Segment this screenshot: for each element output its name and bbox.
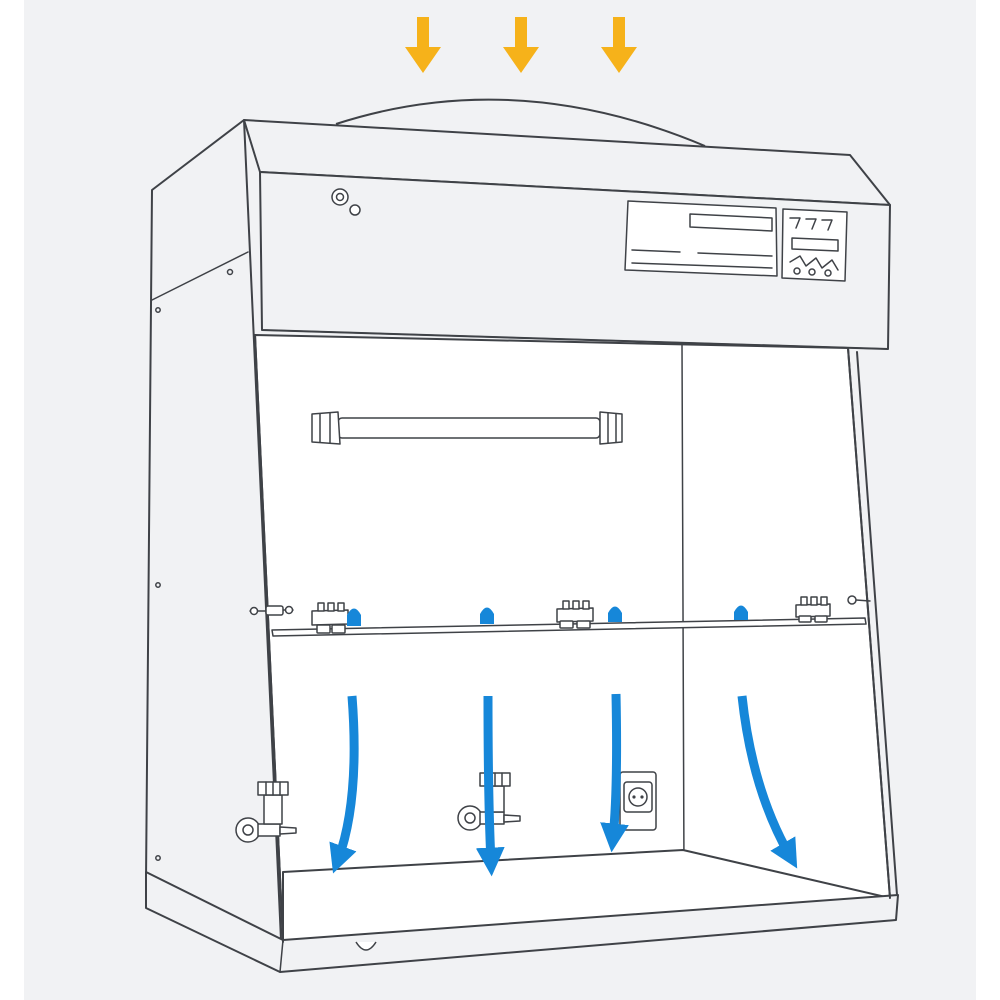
base-foot (355, 941, 377, 951)
rail-clamp-icon (795, 596, 831, 623)
front-right-edge (847, 347, 891, 899)
intake-arrow-3 (601, 17, 637, 73)
hood-knob-icon (331, 188, 361, 216)
downflow-arrow-3 (600, 693, 629, 853)
gas-valve-icon (235, 781, 297, 843)
downflow-arrows (329, 693, 798, 877)
downflow-arrow-1 (329, 695, 359, 874)
side-screw (155, 307, 161, 313)
air-nozzle-3 (608, 606, 622, 622)
rail-clamp-icon (311, 602, 349, 634)
intake-arrow-2 (503, 17, 539, 73)
rail-clamp-icon (556, 600, 594, 629)
side-screw (155, 582, 161, 588)
control-display (624, 200, 778, 277)
side-seam (151, 251, 249, 301)
air-nozzle-4 (734, 605, 748, 620)
control-keypad (781, 208, 848, 282)
air-nozzle-1 (347, 608, 361, 626)
front-left-edge (254, 334, 284, 943)
control-panel (624, 200, 848, 282)
rear-panel-seam (681, 343, 685, 875)
front-right-frame (856, 351, 898, 896)
light-tube-icon (311, 411, 623, 445)
air-nozzles (347, 605, 748, 626)
filter-dome (335, 98, 706, 147)
base-corner (279, 939, 284, 973)
downflow-arrow-2 (475, 695, 505, 877)
side-screw (226, 268, 234, 276)
side-screw (155, 855, 161, 861)
downflow-arrow-4 (737, 695, 798, 869)
air-nozzle-2 (480, 607, 494, 624)
power-socket-icon (619, 771, 657, 831)
intake-arrows (405, 17, 637, 73)
intake-arrow-1 (405, 17, 441, 73)
